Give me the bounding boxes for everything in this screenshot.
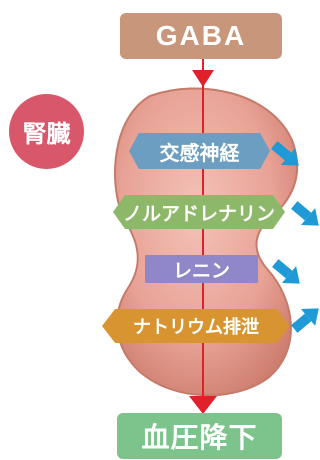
- blood-pressure-drop-box: 血圧降下: [117, 413, 282, 459]
- factor-sodium-excretion: ナトリウム排泄: [102, 309, 290, 343]
- factor-sympathetic-nerve: 交感神経: [129, 133, 270, 169]
- kidney-badge: 腎臓: [9, 94, 84, 169]
- flow-arrowhead-bottom: [189, 396, 217, 414]
- factor-renin: レニン: [145, 255, 258, 283]
- increase-arrow-4: [291, 308, 319, 333]
- flow-arrowhead-top: [192, 70, 214, 87]
- decrease-arrow-2: [291, 201, 319, 226]
- decrease-arrow-3: [272, 259, 300, 284]
- factor-noradrenaline: ノルアドレナリン: [113, 195, 285, 229]
- gaba-box: GABA: [120, 13, 282, 59]
- decrease-arrow-1: [271, 141, 299, 166]
